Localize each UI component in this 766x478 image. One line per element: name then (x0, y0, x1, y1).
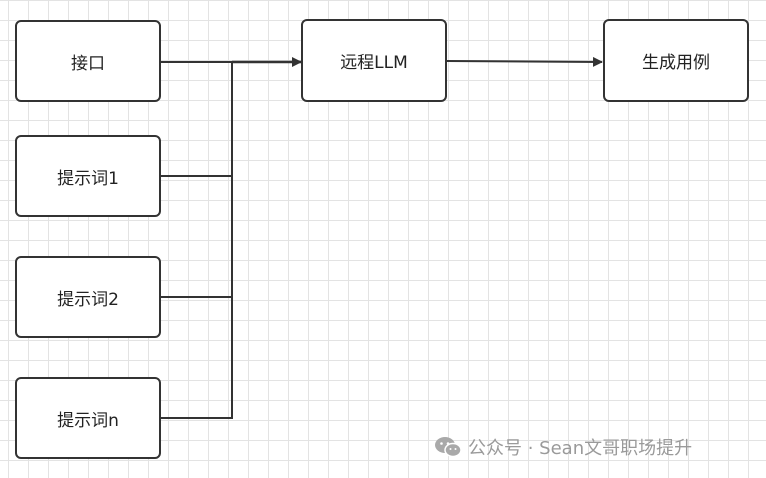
node-interface-label: 接口 (71, 53, 105, 74)
node-generated-cases-label: 生成用例 (642, 53, 710, 73)
node-remote-llm[interactable]: 远程LLM (301, 19, 447, 102)
watermark-text: 公众号 · Sean文哥职场提升 (468, 438, 693, 459)
node-prompt-2[interactable]: 提示词2 (15, 256, 161, 338)
node-generated-cases[interactable]: 生成用例 (603, 19, 749, 102)
wechat-icon (435, 437, 462, 458)
node-prompt-n[interactable]: 提示词n (15, 377, 161, 459)
node-remote-llm-label: 远程LLM (340, 53, 408, 73)
arrow-to-output (446, 56, 603, 67)
node-interface[interactable]: 接口 (15, 20, 161, 102)
node-prompt-2-label: 提示词2 (57, 289, 119, 310)
node-prompt-n-label: 提示词n (57, 410, 119, 431)
watermark: 公众号 · Sean文哥职场提升 (434, 434, 692, 460)
node-prompt-1-label: 提示词1 (57, 168, 119, 189)
node-prompt-1[interactable]: 提示词1 (15, 135, 161, 217)
